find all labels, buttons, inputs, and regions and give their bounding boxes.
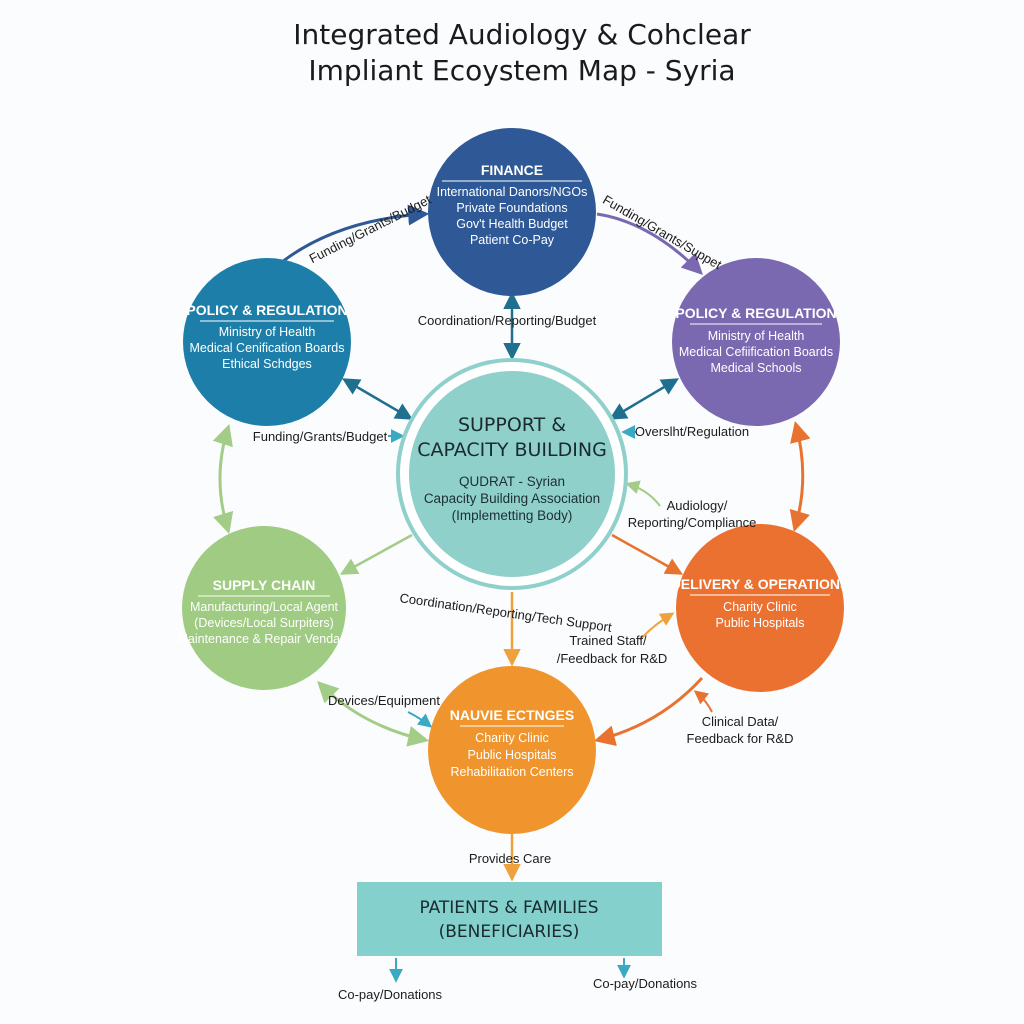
node-service-line: Public Hospitals bbox=[468, 748, 557, 762]
node-finance-heading: FINANCE bbox=[481, 162, 543, 178]
node-policy-right-line: Ministry of Health bbox=[708, 329, 805, 343]
arrow-trained-staff bbox=[639, 612, 675, 641]
label-funding-mid: Funding/Grants/Budget bbox=[253, 429, 388, 444]
node-policy-left-line: Medical Cenification Boards bbox=[190, 341, 345, 355]
node-policy-right-line: Medical Cefiification Boards bbox=[679, 345, 833, 359]
diagram-title-line2: Impliant Ecoystem Map - Syria bbox=[308, 54, 735, 87]
node-supply-circle bbox=[182, 526, 346, 690]
node-delivery-line: Charity Clinic bbox=[723, 600, 797, 614]
label-clinical-data: Clinical Data/ bbox=[702, 714, 779, 729]
label-reporting-compliance: Reporting/Compliance bbox=[628, 515, 757, 530]
node-service-heading: NAUVIE ECTNGES bbox=[450, 707, 574, 723]
arrow-delivery-to-service bbox=[593, 676, 704, 746]
arrow-policy-to-finance bbox=[271, 204, 430, 272]
node-center-line: (Implemetting Body) bbox=[452, 508, 573, 523]
arrow-clinical-data bbox=[693, 690, 713, 713]
node-supply-line: Manufacturing/Local Agent bbox=[190, 600, 339, 614]
node-delivery-circle bbox=[676, 524, 844, 692]
node-delivery-line: Public Hospitals bbox=[716, 616, 805, 630]
node-finance-line: International Danors/NGOs bbox=[437, 185, 588, 199]
label-trained-staff: Trained Staff/ bbox=[569, 633, 647, 648]
node-policy-left-circle bbox=[183, 258, 351, 426]
node-finance-circle bbox=[428, 128, 596, 296]
arrow-policy-left-supply bbox=[212, 423, 234, 535]
node-finance: FINANCE International Danors/NGOs Privat… bbox=[428, 128, 596, 296]
arrow-policy-right-delivery bbox=[789, 420, 811, 533]
node-policy-right-line: Medical Schools bbox=[710, 361, 801, 375]
node-supply-heading: SUPPLY CHAIN bbox=[213, 577, 316, 593]
diagram-title-line1: Integrated Audiology & Cohclear bbox=[293, 18, 751, 51]
node-delivery-heading: DELIVERY & OPERATIONS bbox=[671, 576, 850, 592]
node-policy-left-heading: POLICY & REGULATION bbox=[186, 302, 347, 318]
patients-subtitle: (BENEFICIARIES) bbox=[439, 922, 580, 942]
node-service-line: Rehabilitation Centers bbox=[451, 765, 574, 779]
node-finance-line: Gov't Health Budget bbox=[456, 217, 568, 231]
node-center-heading-line2: CAPACITY BUILDING bbox=[417, 439, 607, 461]
label-coordination-tech: Coordination/Reporting/Tech Support bbox=[399, 590, 613, 635]
node-supply-chain: SUPPLY CHAIN Manufacturing/Local Agent (… bbox=[177, 526, 351, 690]
patients-box-rect bbox=[357, 882, 662, 956]
label-funding-left: Funding/Grants/Budget bbox=[307, 192, 434, 267]
node-center-circle bbox=[409, 371, 615, 577]
patients-box: PATIENTS & FAMILIES (BENEFICIARIES) bbox=[357, 882, 662, 956]
node-service-line: Charity Clinic bbox=[475, 731, 549, 745]
node-policy-left-line: Ethical Schdges bbox=[222, 357, 312, 371]
arrow-finance-to-policy-right bbox=[596, 212, 703, 275]
node-supply-line: (Devices/Local Surpiters) bbox=[194, 616, 334, 630]
label-provides-care: Provides Care bbox=[469, 851, 551, 866]
arrow-supply-service bbox=[317, 681, 430, 747]
arrow-audiology bbox=[625, 480, 661, 507]
node-finance-line: Patient Co-Pay bbox=[470, 233, 555, 247]
arrow-center-to-supply bbox=[339, 533, 413, 575]
label-coordination-top: Coordination/Reporting/Budget bbox=[418, 313, 597, 328]
arrow-devices bbox=[407, 711, 433, 728]
node-finance-line: Private Foundations bbox=[456, 201, 567, 215]
node-policy-right-heading: POLICY & REGULATION bbox=[675, 305, 836, 321]
label-funding-right: Funding/Grants/Suppet bbox=[600, 192, 724, 272]
node-service-circle bbox=[428, 666, 596, 834]
node-center-line: Capacity Building Association bbox=[424, 491, 600, 506]
node-service: NAUVIE ECTNGES Charity Clinic Public Hos… bbox=[428, 666, 596, 834]
label-audiology: Audiology/ bbox=[667, 498, 728, 513]
node-supply-line: Maintenance & Repair Vendars bbox=[177, 632, 350, 646]
node-policy-left-line: Ministry of Health bbox=[219, 325, 316, 339]
arrow-center-to-delivery bbox=[611, 533, 684, 575]
node-policy-left: POLICY & REGULATION Ministry of Health M… bbox=[183, 258, 351, 426]
node-center-line: QUDRAT - Syrian bbox=[459, 474, 565, 489]
label-oversight: Overslht/Regulation bbox=[635, 424, 749, 439]
label-copay-right: Co-pay/Donations bbox=[593, 976, 698, 991]
label-feedback-rd-lower: Feedback for R&D bbox=[687, 731, 794, 746]
node-delivery: DELIVERY & OPERATIONS Charity Clinic Pub… bbox=[671, 524, 850, 692]
label-devices: Devices/Equipment bbox=[328, 693, 440, 708]
arrow-policy-left-center bbox=[341, 378, 414, 420]
node-policy-right: POLICY & REGULATION Ministry of Health M… bbox=[672, 258, 840, 426]
label-feedback-rd-upper: /Feedback for R&D bbox=[557, 651, 668, 666]
patients-title: PATIENTS & FAMILIES bbox=[419, 898, 598, 918]
node-center-heading-line1: SUPPORT & bbox=[458, 414, 566, 436]
node-center: SUPPORT & CAPACITY BUILDING QUDRAT - Syr… bbox=[396, 358, 628, 590]
node-policy-right-circle bbox=[672, 258, 840, 426]
label-copay-left: Co-pay/Donations bbox=[338, 987, 443, 1002]
arrow-policy-right-center bbox=[608, 378, 680, 420]
